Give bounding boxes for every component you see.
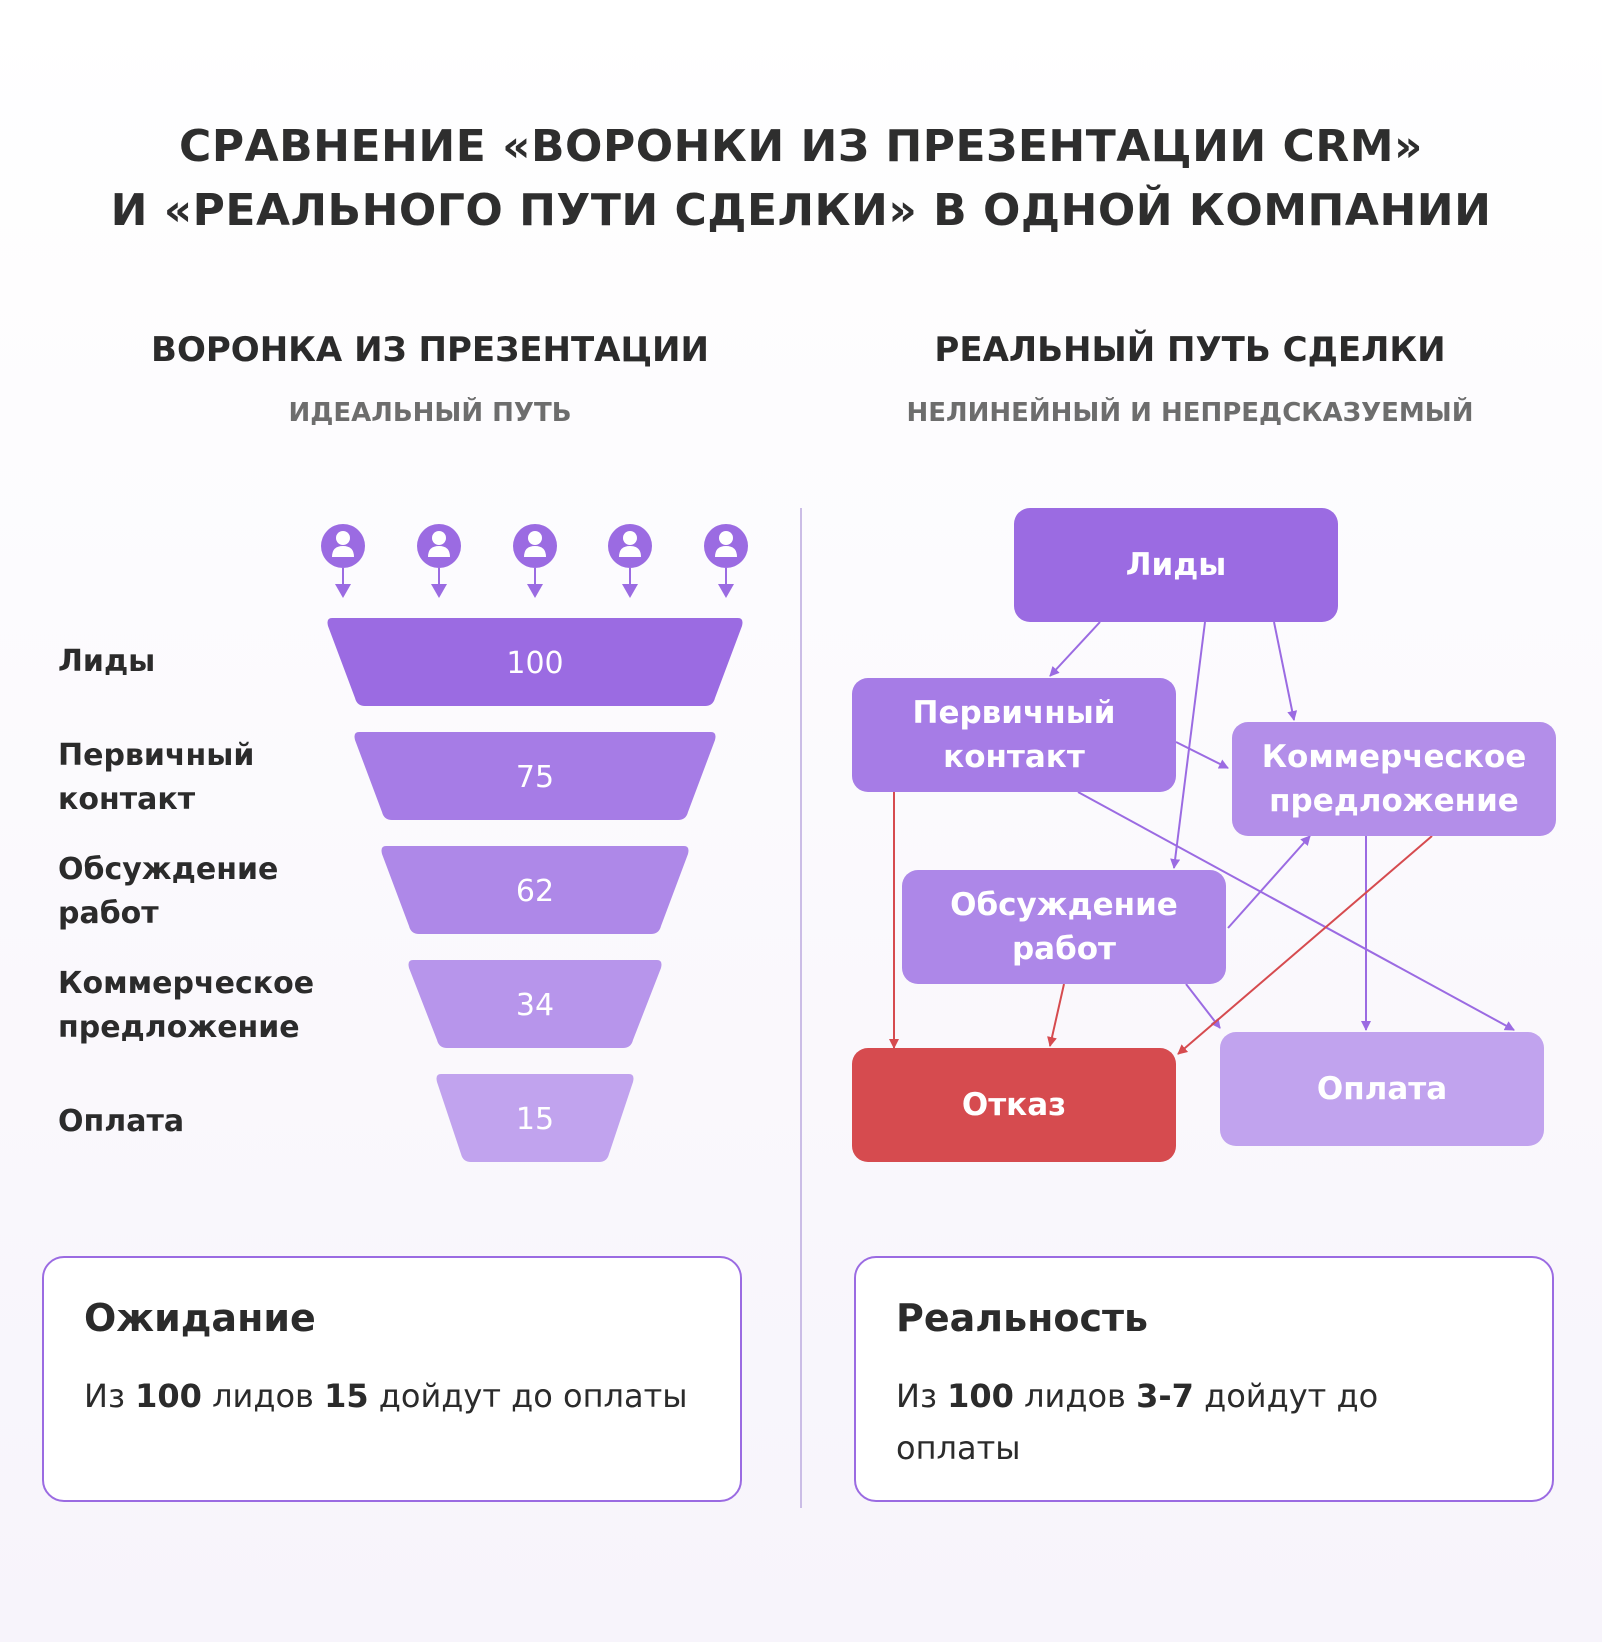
expectation-pre: Из xyxy=(84,1377,136,1415)
node-offer: Коммерческое предложение xyxy=(1232,722,1556,836)
right-column-header: РЕАЛЬНЫЙ ПУТЬ СДЕЛКИ НЕЛИНЕЙНЫЙ И НЕПРЕД… xyxy=(840,330,1540,428)
reality-num-leads: 100 xyxy=(947,1377,1014,1415)
node-refusal: Отказ xyxy=(852,1048,1176,1162)
stage-label-leads: Лиды xyxy=(58,644,156,679)
person-icon xyxy=(704,524,748,598)
title-line-2: И «РЕАЛЬНОГО ПУТИ СДЕЛКИ» В ОДНОЙ КОМПАН… xyxy=(110,185,1492,236)
expectation-mid: лидов xyxy=(201,1377,325,1415)
stage-label-payment: Оплата xyxy=(58,1104,185,1139)
stage-label-contact: Первичный контакт xyxy=(58,738,255,817)
funnel-value: 62 xyxy=(516,874,554,909)
expectation-text: Из 100 лидов 15 дойдут до оплаты xyxy=(84,1370,700,1422)
stage-label-discussion: Обсуждение работ xyxy=(58,852,279,931)
left-subheading: ИДЕАЛЬНЫЙ ПУТЬ xyxy=(288,398,572,428)
expectation-num-leads: 100 xyxy=(135,1377,202,1415)
left-column-header: ВОРОНКА ИЗ ПРЕЗЕНТАЦИИ ИДЕАЛЬНЫЙ ПУТЬ xyxy=(80,330,780,428)
funnel-bar xyxy=(354,732,716,820)
arrow-leads-contact xyxy=(1049,621,1101,677)
node-contact-label: Первичный контакт xyxy=(912,695,1116,775)
funnel-bar xyxy=(381,846,689,934)
node-leads-label: Лиды xyxy=(1125,547,1227,583)
arrow-discussion-payment xyxy=(1185,983,1221,1029)
reality-num-paid: 3-7 xyxy=(1136,1377,1194,1415)
funnel-bar xyxy=(327,618,743,706)
node-discussion: Обсуждение работ xyxy=(902,870,1226,984)
right-subheading: НЕЛИНЕЙНЫЙ И НЕПРЕДСКАЗУЕМЫЙ xyxy=(906,398,1474,428)
left-heading: ВОРОНКА ИЗ ПРЕЗЕНТАЦИИ xyxy=(151,330,709,370)
person-icon xyxy=(321,524,365,598)
person-icon xyxy=(513,524,557,598)
node-offer-label: Коммерческое предложение xyxy=(1261,739,1527,819)
reality-mid: лидов xyxy=(1013,1377,1137,1415)
arrow-leads-discussion xyxy=(1170,621,1206,869)
node-refusal-label: Отказ xyxy=(961,1087,1067,1123)
stage-label-offer: Коммерческое предложение xyxy=(58,966,315,1045)
right-heading: РЕАЛЬНЫЙ ПУТЬ СДЕЛКИ xyxy=(934,330,1446,370)
funnel-bar xyxy=(436,1074,634,1162)
arrow-contact-payment xyxy=(1077,791,1515,1031)
expectation-post: дойдут до оплаты xyxy=(368,1377,688,1415)
reality-title: Реальность xyxy=(896,1296,1149,1340)
arrow-discussion-offer xyxy=(1227,835,1311,929)
funnel-value: 34 xyxy=(516,988,554,1023)
funnel-bar xyxy=(408,960,662,1048)
column-divider xyxy=(800,508,802,1508)
funnel-value: 100 xyxy=(506,646,563,681)
arrow-contact-offer xyxy=(1175,741,1229,769)
person-icon xyxy=(608,524,652,598)
arrow-leads-offer xyxy=(1273,621,1298,721)
node-leads: Лиды xyxy=(1014,508,1338,622)
reality-text: Из 100 лидов 3-7 дойдут до оплаты xyxy=(896,1370,1512,1474)
arrow-offer-refusal xyxy=(1177,835,1433,1055)
expectation-num-paid: 15 xyxy=(324,1377,369,1415)
title-line-1: СРАВНЕНИЕ «ВОРОНКИ ИЗ ПРЕЗЕНТАЦИИ CRM» xyxy=(179,121,1423,172)
node-payment-label: Оплата xyxy=(1316,1071,1448,1107)
funnel-diagram: 100 75 62 34 15 xyxy=(321,524,748,1162)
reality-card: Реальность Из 100 лидов 3-7 дойдут до оп… xyxy=(854,1256,1554,1502)
arrow-discussion-refusal xyxy=(1047,983,1065,1047)
deal-flow-arrows xyxy=(889,621,1515,1055)
node-payment: Оплата xyxy=(1220,1032,1544,1146)
reality-post: дойдут до оплаты xyxy=(896,1377,1379,1467)
page-title: СРАВНЕНИЕ «ВОРОНКИ ИЗ ПРЕЗЕНТАЦИИ CRM» И… xyxy=(0,115,1602,243)
funnel-value: 15 xyxy=(516,1102,554,1137)
node-contact: Первичный контакт xyxy=(852,678,1176,792)
expectation-title: Ожидание xyxy=(84,1296,316,1340)
node-discussion-label: Обсуждение работ xyxy=(950,887,1178,967)
expectation-card: Ожидание Из 100 лидов 15 дойдут до оплат… xyxy=(42,1256,742,1502)
funnel-value: 75 xyxy=(516,760,554,795)
person-icon xyxy=(417,524,461,598)
reality-pre: Из xyxy=(896,1377,948,1415)
